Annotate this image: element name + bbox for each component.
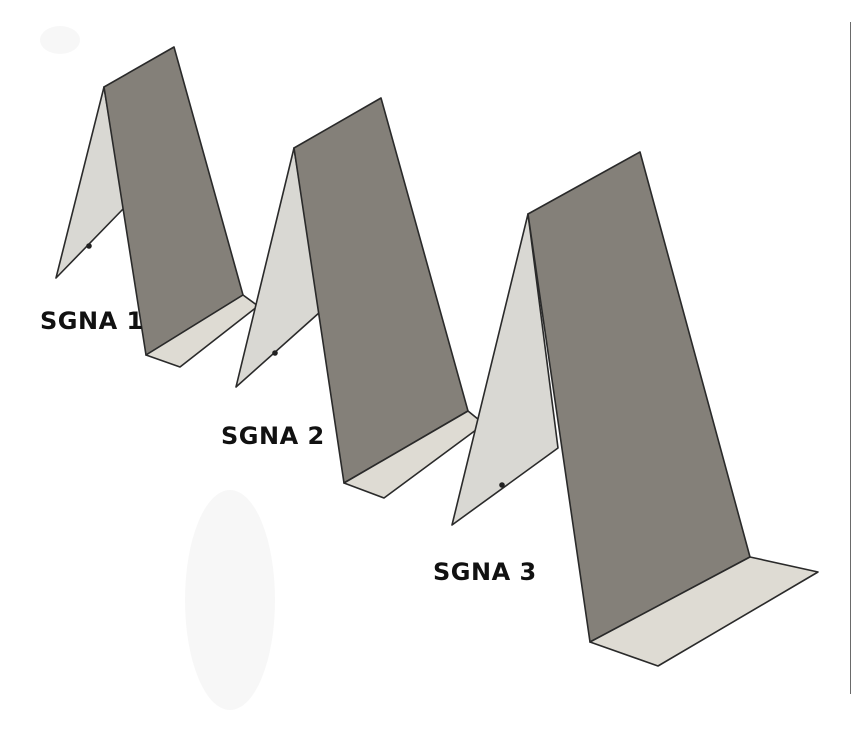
stand-2-hole [272,350,278,356]
shadow-smudge [40,26,80,54]
stand-3-back-panel [527,151,751,643]
stand-1 [55,46,259,368]
stand-3 [451,151,819,667]
stand-3-hole [499,482,505,488]
stand-3-label: SGNA 3 [433,558,537,586]
stand-3-front-panel [451,213,559,526]
shadow-smudge [185,490,275,710]
stand-1-hole [86,243,92,249]
stand-2 [235,97,485,499]
stand-1-label: SGNA 1 [40,307,144,335]
stand-2-label: SGNA 2 [221,422,325,450]
right-divider-line [850,22,851,694]
stand-3-base [589,556,819,667]
